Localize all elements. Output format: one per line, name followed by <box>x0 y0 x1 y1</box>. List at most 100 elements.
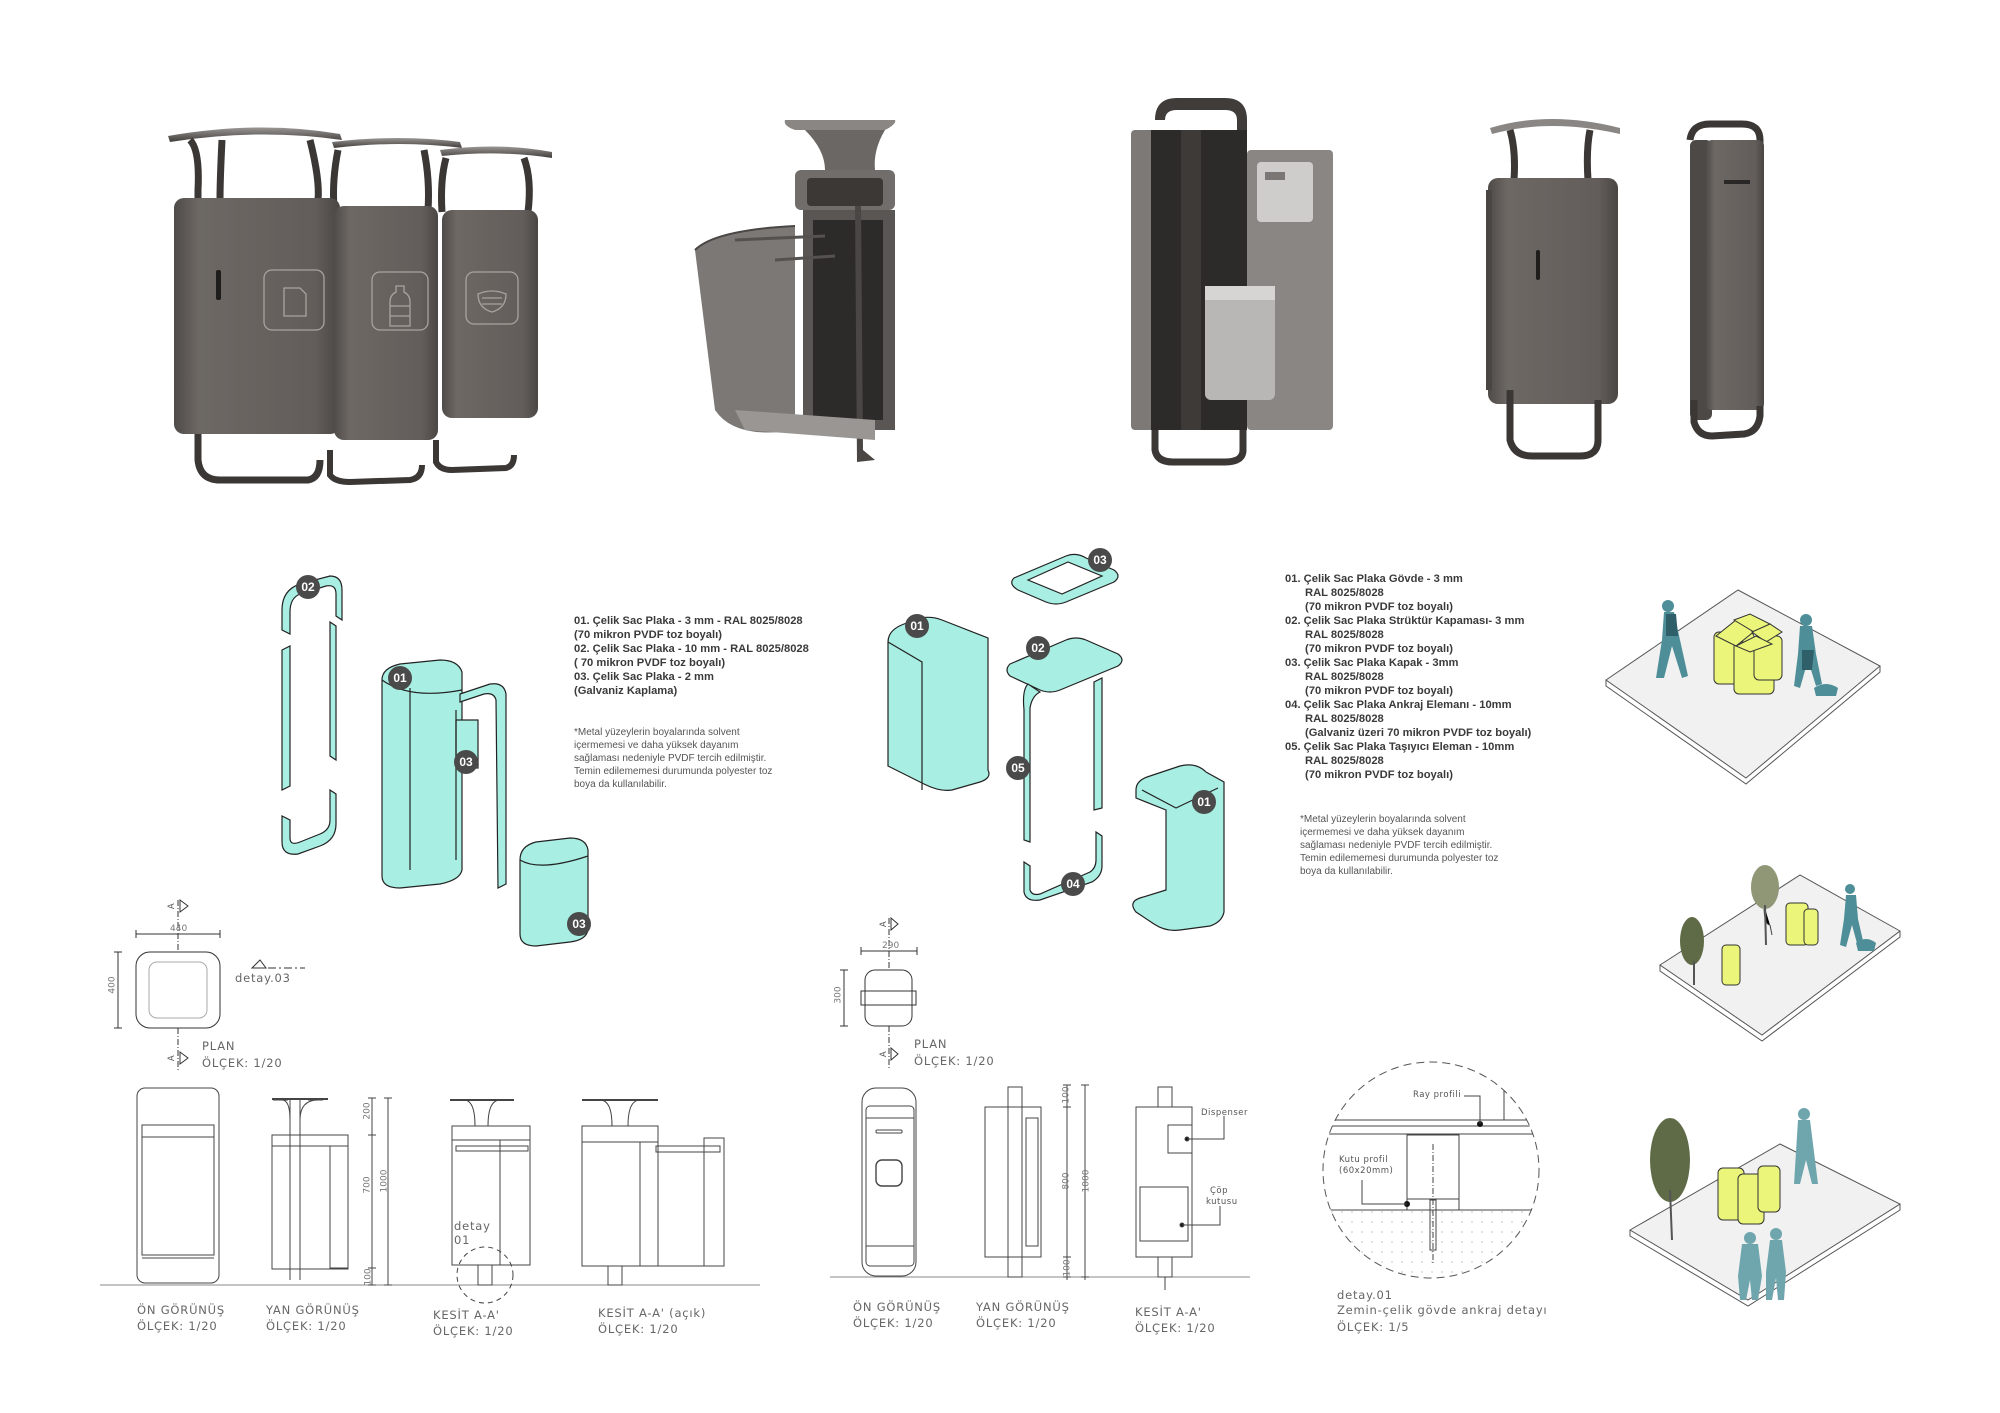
note-line: içermemesi ve daha yüksek dayanım <box>574 740 739 751</box>
exploded-view-2: 03 01 02 05 01 04 <box>880 540 1260 940</box>
coating-note-2: *Metal yüzeylerin boyalarında solvent iç… <box>1300 813 1498 878</box>
spec-line: (Galvaniz üzeri 70 mikron PVDF toz boyal… <box>1305 727 1532 739</box>
spec-line: (70 mikron PVDF toz boyalı) <box>1305 769 1453 781</box>
note-line: boya da kullanılabilir. <box>1300 866 1393 877</box>
section-marker: A <box>167 1054 178 1062</box>
spec-line: 04. Çelik Sac Plaka Ankraj Elemanı - 10m… <box>1285 699 1512 711</box>
spec-line: 02. Çelik Sac Plaka - 10 mm - RAL 8025/8… <box>574 643 809 655</box>
detail-scale: ÖLÇEK: 1/5 <box>1337 1320 1410 1334</box>
note-line: *Metal yüzeylerin boyalarında solvent <box>574 727 740 738</box>
spec-line: RAL 8025/8028 <box>1305 755 1384 767</box>
note-line: Temin edilememesi durumunda polyester to… <box>574 766 773 777</box>
spec-line: 03. Çelik Sac Plaka - 2 mm <box>574 671 714 683</box>
plan-depth-dimension: 400 <box>107 976 118 994</box>
part-badge: 03 <box>1088 548 1112 572</box>
context-scene-trees-bins <box>1659 865 1901 1042</box>
dimension-label: 100 <box>363 1268 374 1286</box>
coating-note-1: *Metal yüzeylerin boyalarında solvent iç… <box>574 726 772 791</box>
spec-line: (70 mikron PVDF toz boyalı) <box>574 629 722 641</box>
plan-scale: ÖLÇEK: 1/20 <box>202 1056 283 1070</box>
bin-label: Çöp <box>1210 1186 1229 1196</box>
spec-line: 01. Çelik Sac Plaka Gövde - 3 mm <box>1285 573 1463 585</box>
view-scale: ÖLÇEK: 1/20 <box>266 1319 347 1333</box>
bottle-icon <box>389 285 411 327</box>
exploded-view-1: 02 01 03 03 <box>270 560 600 960</box>
dimension-label: 100 <box>1061 1086 1072 1104</box>
spec-line: (70 mikron PVDF toz boyalı) <box>1305 643 1453 655</box>
dispenser-open-render <box>1131 98 1333 466</box>
dimension-label: 800 <box>1061 1172 1072 1190</box>
plan-drawing-1 <box>114 899 305 1070</box>
detail-callout: 01 <box>454 1233 471 1247</box>
part-badge: 03 <box>567 912 591 936</box>
plan-width-dimension: 440 <box>170 924 188 934</box>
anchor-detail-drawing <box>1322 1061 1540 1279</box>
note-line: sağlaması nedeniyle PVDF tercih edilmişt… <box>1300 840 1493 851</box>
material-spec-list-1: 01. Çelik Sac Plaka - 3 mm - RAL 8025/80… <box>574 614 809 698</box>
front-view-outline <box>136 1087 220 1284</box>
spec-line: RAL 8025/8028 <box>1305 671 1384 683</box>
view-scale: ÖLÇEK: 1/20 <box>1135 1321 1216 1335</box>
view-title: ÖN GÖRÜNÜŞ <box>137 1303 226 1317</box>
spec-line: 05. Çelik Sac Plaka Taşıyıcı Eleman - 10… <box>1285 741 1515 753</box>
spec-line: 02. Çelik Sac Plaka Strüktür Kapaması- 3… <box>1285 615 1525 627</box>
view-title: YAN GÖRÜNÜŞ <box>266 1303 360 1317</box>
part-badge: 01 <box>1192 790 1216 814</box>
elevation-drawings-2 <box>830 1084 1250 1290</box>
dimension-label: 200 <box>362 1102 373 1120</box>
dimension-label: 700 <box>362 1176 373 1194</box>
plan-width-dimension: 290 <box>882 941 900 951</box>
context-scene-quad-bins <box>1605 589 1881 785</box>
spec-line: ( 70 mikron PVDF toz boyalı) <box>574 657 726 669</box>
bin-label: kutusu <box>1206 1197 1238 1207</box>
plan-drawing-2 <box>840 916 918 1070</box>
detail-title: detay.01 <box>1337 1288 1393 1302</box>
detail-callout: detay <box>454 1219 491 1233</box>
view-scale: ÖLÇEK: 1/20 <box>853 1316 934 1330</box>
dispenser-label: Dispenser <box>1201 1108 1248 1118</box>
view-title: KESİT A-A' <box>433 1308 500 1322</box>
note-line: sağlaması nedeniyle PVDF tercih edilmişt… <box>574 753 767 764</box>
bin-and-dispenser-render <box>1486 119 1764 460</box>
section-marker: A <box>879 1050 890 1058</box>
dimension-label: 1000 <box>379 1169 390 1193</box>
spec-line: (70 mikron PVDF toz boyalı) <box>1305 601 1453 613</box>
part-badge: 05 <box>1006 756 1030 780</box>
spec-line: 03. Çelik Sac Plaka Kapak - 3mm <box>1285 657 1459 669</box>
view-title: KESİT A-A' (açık) <box>598 1306 707 1320</box>
paper-icon <box>283 287 307 317</box>
box-profile-label: Kutu profil <box>1339 1155 1389 1165</box>
dimension-label: 1000 <box>1081 1169 1092 1193</box>
mask-icon <box>477 290 507 313</box>
section-marker: A <box>879 920 890 928</box>
detail-subtitle: Zemin-çelik gövde ankraj detayı <box>1337 1303 1548 1317</box>
view-scale: ÖLÇEK: 1/20 <box>433 1324 514 1338</box>
elevation-drawings-1 <box>100 1087 760 1304</box>
part-badge: 01 <box>905 614 929 638</box>
part-badge: 04 <box>1061 872 1085 896</box>
dimension-label: 100 <box>1062 1259 1073 1277</box>
plan-depth-dimension: 300 <box>833 986 844 1004</box>
view-title: YAN GÖRÜNÜŞ <box>976 1300 1070 1314</box>
spec-line: RAL 8025/8028 <box>1305 629 1384 641</box>
triple-recycling-bin-render <box>168 127 552 486</box>
part-badge: 02 <box>1026 636 1050 660</box>
spec-line: 01. Çelik Sac Plaka - 3 mm - RAL 8025/80… <box>574 615 803 627</box>
view-scale: ÖLÇEK: 1/20 <box>976 1316 1057 1330</box>
render-row <box>0 0 2000 520</box>
spec-line: RAL 8025/8028 <box>1305 713 1384 725</box>
part-badge: 03 <box>454 750 478 774</box>
part-badge: 02 <box>296 575 320 599</box>
view-title: KESİT A-A' <box>1135 1305 1202 1319</box>
plan-scale: ÖLÇEK: 1/20 <box>914 1054 995 1068</box>
open-bin-render <box>694 120 896 462</box>
note-line: boya da kullanılabilir. <box>574 779 667 790</box>
spec-line: (70 mikron PVDF toz boyalı) <box>1305 685 1453 697</box>
box-profile-label: (60x20mm) <box>1339 1166 1394 1176</box>
detail-reference: detay.03 <box>235 971 291 985</box>
context-scene-triple-bins <box>1629 1108 1902 1307</box>
view-scale: ÖLÇEK: 1/20 <box>598 1322 679 1336</box>
spec-line: RAL 8025/8028 <box>1305 587 1384 599</box>
plan-title: PLAN <box>202 1039 236 1053</box>
view-scale: ÖLÇEK: 1/20 <box>137 1319 218 1333</box>
